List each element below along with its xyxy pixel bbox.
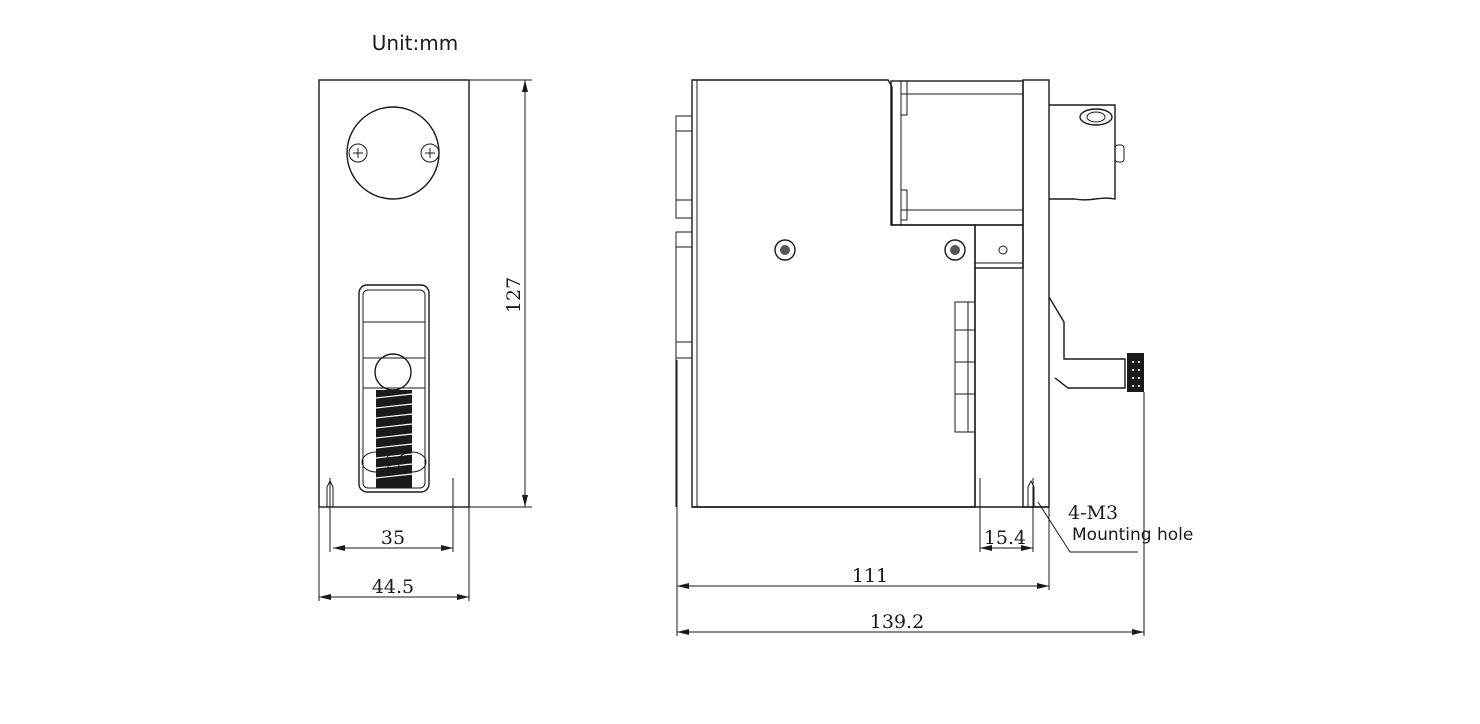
- unit-label: Unit:mm: [372, 31, 458, 55]
- knurled-knob: [1127, 353, 1144, 392]
- mounting-pin: [1027, 479, 1035, 507]
- height-dimension: 127: [503, 277, 525, 313]
- latch-assembly: [358, 284, 430, 493]
- screw-icon: [774, 239, 796, 261]
- hole-offset-dimension: 15.4: [984, 527, 1026, 549]
- lower-arm: [1048, 296, 1144, 392]
- bracket: [974, 224, 1024, 269]
- screw-icon: [944, 239, 966, 261]
- side-view: 15.4 111 139.2 4-M3 Mounting hole: [675, 79, 1193, 636]
- screw-icon: [420, 143, 440, 163]
- print-head: [1049, 104, 1125, 201]
- side-tab: [954, 301, 976, 433]
- connector: [675, 115, 693, 507]
- motor: [890, 80, 1024, 226]
- mounting-hole-callout: Mounting hole: [1072, 525, 1193, 545]
- body-length-dimension: 111: [852, 565, 888, 587]
- leader-line: [1037, 501, 1138, 553]
- total-length-dimension: 139.2: [870, 611, 924, 633]
- width-dimension: 44.5: [372, 576, 414, 598]
- screw-icon: [348, 143, 368, 163]
- thread-callout: 4-M3: [1068, 502, 1118, 524]
- front-view: 127 35 44.5: [318, 79, 532, 601]
- hole-spacing-dimension: 35: [381, 527, 405, 549]
